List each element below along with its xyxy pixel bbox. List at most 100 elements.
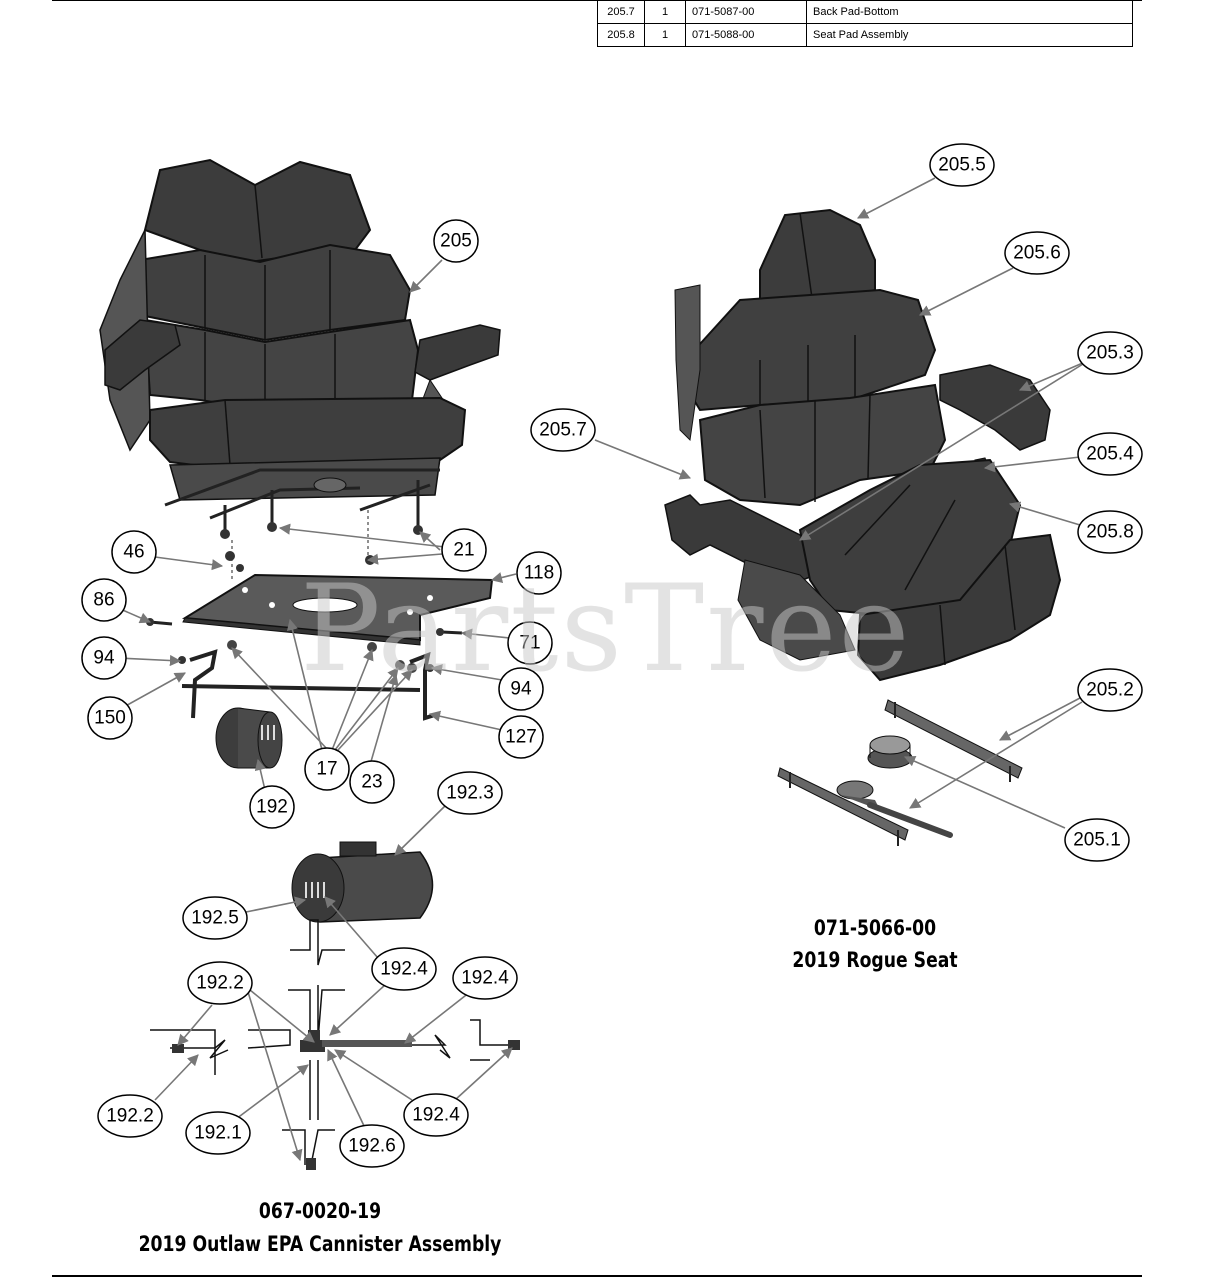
- callout-label: 21: [453, 540, 474, 561]
- callout-86: 86: [81, 578, 127, 622]
- callout-circle: [182, 896, 248, 940]
- callout-label: 192.2: [106, 1106, 154, 1127]
- callout-205-5: 205.5: [929, 143, 995, 187]
- callout-205-4: 205.4: [1077, 432, 1143, 476]
- callout-circle: [81, 578, 127, 622]
- callout-circle: [187, 961, 253, 1005]
- callout-circle: [1077, 432, 1143, 476]
- callout-192-4: 192.4: [403, 1093, 469, 1137]
- canister-title: 2019 Outlaw EPA Cannister Assembly: [138, 1232, 502, 1256]
- callout-label: 94: [510, 679, 532, 700]
- callout-circle: [530, 408, 596, 452]
- callout-circle: [433, 219, 479, 263]
- callout-94: 94: [81, 636, 127, 680]
- callout-192-4: 192.4: [371, 947, 437, 991]
- callout-192-4: 192.4: [452, 956, 518, 1000]
- callout-192-3: 192.3: [437, 771, 503, 815]
- bottom-rule: [52, 1275, 1142, 1277]
- description-cell: Back Pad-Bottom: [806, 0, 1133, 24]
- callout-circle: [441, 528, 487, 572]
- callout-label: 205.2: [1086, 680, 1134, 701]
- callout-circle: [437, 771, 503, 815]
- rogue-seat-part-number: 071-5066-00: [813, 916, 937, 940]
- callout-circle: [339, 1124, 405, 1168]
- callout-192: 192: [249, 785, 295, 829]
- canister-part-number: 067-0020-19: [258, 1199, 382, 1223]
- callout-circle: [516, 551, 562, 595]
- callout-205-1: 205.1: [1064, 818, 1130, 862]
- table-row: 205.7 1 071-5087-00 Back Pad-Bottom: [597, 0, 1133, 24]
- callout-192-2: 192.2: [97, 1094, 163, 1138]
- callout-label: 94: [93, 648, 115, 669]
- part-number-cell: 071-5087-00: [685, 0, 807, 24]
- callout-label: 118: [524, 563, 554, 584]
- table-row: 205.8 1 071-5088-00 Seat Pad Assembly: [597, 23, 1133, 47]
- qty-cell: 1: [644, 0, 686, 24]
- callout-label: 205.5: [938, 155, 986, 176]
- ref-cell: 205.7: [597, 0, 645, 24]
- callout-label: 205.3: [1086, 343, 1134, 364]
- callout-label: 205.6: [1013, 243, 1061, 264]
- callout-circle: [97, 1094, 163, 1138]
- callout-label: 127: [505, 727, 537, 748]
- callout-label: 192.4: [412, 1105, 460, 1126]
- callout-circle: [371, 947, 437, 991]
- callout-71: 71: [507, 621, 553, 665]
- callout-label: 86: [93, 590, 114, 611]
- callout-circle: [1004, 231, 1070, 275]
- callout-150: 150: [87, 696, 133, 740]
- callout-circle: [1077, 510, 1143, 554]
- callout-label: 192.4: [380, 959, 428, 980]
- callout-192-1: 192.1: [185, 1111, 251, 1155]
- callout-label: 17: [316, 759, 337, 780]
- qty-cell: 1: [644, 23, 686, 47]
- callout-94: 94: [498, 667, 544, 711]
- description-cell: Seat Pad Assembly: [806, 23, 1133, 47]
- callout-label: 192.1: [194, 1123, 242, 1144]
- callout-label: 192.3: [446, 783, 494, 804]
- ref-cell: 205.8: [597, 23, 645, 47]
- callout-label: 192.6: [348, 1136, 396, 1157]
- parts-table: 205.7 1 071-5087-00 Back Pad-Bottom 205.…: [597, 0, 1133, 47]
- callout-bubbles: 205 21 46 118 86 71 94 94 150 127 17 23 192 192.3 192.…: [81, 143, 1143, 1168]
- callout-192-6: 192.6: [339, 1124, 405, 1168]
- callout-circle: [185, 1111, 251, 1155]
- callout-label: 192: [256, 797, 288, 818]
- callout-label: 205: [440, 231, 472, 252]
- callout-circle: [1077, 331, 1143, 375]
- callout-circle: [929, 143, 995, 187]
- callout-label: 205.1: [1073, 830, 1121, 851]
- callout-192-5: 192.5: [182, 896, 248, 940]
- callout-label: 192.2: [196, 973, 244, 994]
- callout-circle: [498, 715, 544, 759]
- callout-192-2: 192.2: [187, 961, 253, 1005]
- callout-circle: [1064, 818, 1130, 862]
- callout-circle: [249, 785, 295, 829]
- callout-205-2: 205.2: [1077, 668, 1143, 712]
- callout-label: 23: [361, 772, 382, 793]
- callout-circle: [452, 956, 518, 1000]
- callout-label: 192.4: [461, 968, 509, 989]
- callout-circle: [507, 621, 553, 665]
- callout-205-7: 205.7: [530, 408, 596, 452]
- part-number-cell: 071-5088-00: [685, 23, 807, 47]
- callout-circle: [349, 760, 395, 804]
- callout-label: 46: [123, 542, 144, 563]
- callout-circle: [111, 530, 157, 574]
- callout-23: 23: [349, 760, 395, 804]
- callout-127: 127: [498, 715, 544, 759]
- callout-205-3: 205.3: [1077, 331, 1143, 375]
- callout-label: 150: [94, 708, 126, 729]
- callout-label: 71: [519, 633, 540, 654]
- rogue-seat-illustration: [664, 208, 1062, 846]
- callout-circle: [304, 747, 350, 791]
- callout-circle: [498, 667, 544, 711]
- callout-46: 46: [111, 530, 157, 574]
- callout-circle: [403, 1093, 469, 1137]
- callout-205-8: 205.8: [1077, 510, 1143, 554]
- left-seat-illustration: [99, 158, 501, 769]
- rogue-seat-title: 2019 Rogue Seat: [792, 948, 958, 972]
- callout-118: 118: [516, 551, 562, 595]
- callout-circle: [87, 696, 133, 740]
